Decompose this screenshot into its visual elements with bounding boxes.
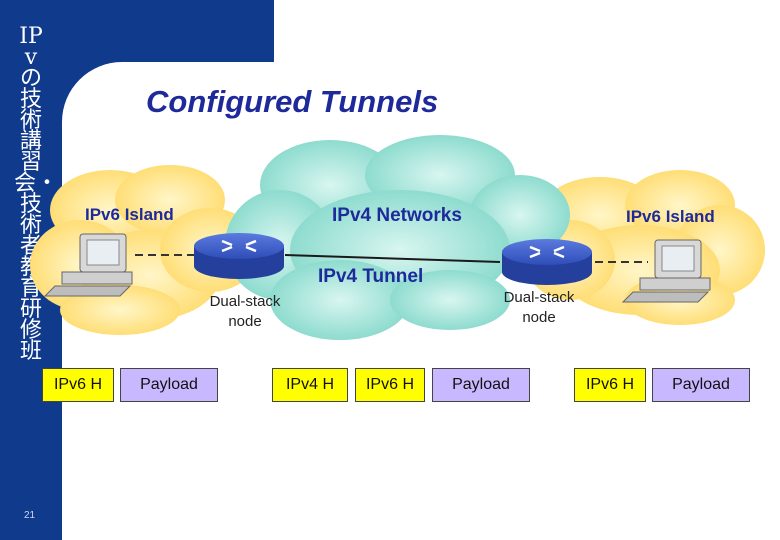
right-computer-icon — [621, 239, 711, 303]
right-router-icon — [502, 239, 592, 285]
ipv4-tunnel-line — [284, 254, 501, 263]
middle-ipv4-header-box: IPv4 H — [272, 368, 348, 402]
left-ipv6-header-box: IPv6 H — [42, 368, 114, 402]
left-island-label: IPv6 Island — [85, 205, 174, 224]
header-band — [62, 0, 274, 62]
right-island-label: IPv6 Island — [626, 207, 715, 226]
left-computer-icon — [43, 233, 133, 297]
middle-payload-box: Payload — [432, 368, 530, 402]
ipv4-networks-label: IPv4 Networks — [332, 205, 462, 226]
middle-ipv6-header-box: IPv6 H — [355, 368, 425, 402]
left-dual-stack-label: Dual-stack node — [209, 293, 281, 330]
right-dual-stack-label: Dual-stack node — [503, 289, 575, 326]
left-router-icon — [194, 233, 284, 279]
header-corner-curve — [62, 62, 182, 182]
left-payload-box: Payload — [120, 368, 218, 402]
page-number: 21 — [24, 510, 36, 521]
right-ipv6-header-box: IPv6 H — [574, 368, 646, 402]
slide-title: Configured Tunnels — [146, 84, 439, 119]
right-payload-box: Payload — [652, 368, 750, 402]
ipv4-tunnel-label: IPv4 Tunnel — [318, 266, 424, 287]
